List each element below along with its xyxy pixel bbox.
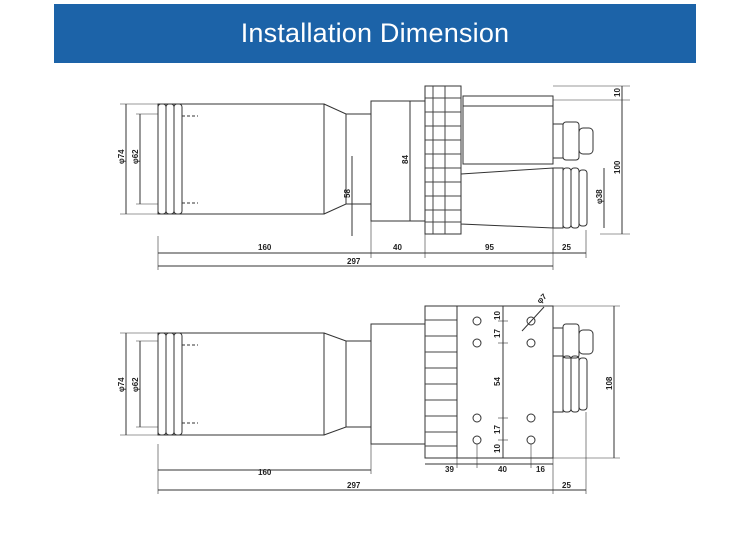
dim-label: 54 <box>493 377 502 386</box>
dim-label: 297 <box>347 481 361 490</box>
dim-label: 160 <box>258 243 272 252</box>
side-flange <box>424 85 462 235</box>
dim-label: 17 <box>493 329 502 338</box>
dim-label: φ38 <box>595 189 604 204</box>
dim-label: 39 <box>445 465 454 474</box>
dim-label: 25 <box>562 481 571 490</box>
page-title: Installation Dimension <box>240 18 510 48</box>
dim-label: 17 <box>493 425 502 434</box>
top-tube <box>157 332 325 436</box>
mount-hole <box>472 316 482 326</box>
side-body-lower <box>460 167 554 229</box>
dim-label: 84 <box>401 155 410 164</box>
top-outlet-pipe <box>578 357 588 411</box>
dim-label: φ7 <box>535 291 549 305</box>
dim-label: 10 <box>493 311 502 320</box>
dim-label: 40 <box>498 465 507 474</box>
side-cable-gland <box>562 121 580 161</box>
top-neck <box>370 323 426 445</box>
dim-label: φ62 <box>131 377 140 392</box>
top-view <box>120 305 620 494</box>
mount-hole <box>472 338 482 348</box>
top-cable-gland <box>562 323 580 359</box>
side-neck <box>370 100 426 222</box>
side-ring-1 <box>157 103 167 215</box>
dim-label: 297 <box>347 257 361 266</box>
side-ring-2 <box>165 103 175 215</box>
side-view-labels: φ74 φ62 58 84 160 40 95 25 297 10 100 φ3… <box>117 88 622 266</box>
top-flange <box>424 305 458 459</box>
dim-label: 58 <box>343 189 352 198</box>
dim-label: 100 <box>613 160 622 174</box>
dim-label: 108 <box>605 376 614 390</box>
top-mounting-plate <box>456 305 554 459</box>
side-tube <box>157 103 325 215</box>
mount-hole <box>526 413 536 423</box>
dim-label: φ62 <box>131 149 140 164</box>
dim-label: 160 <box>258 468 272 477</box>
dim-label: φ74 <box>117 149 126 164</box>
mount-hole <box>472 435 482 445</box>
dim-label: 10 <box>493 444 502 453</box>
mount-hole <box>526 338 536 348</box>
dim-label: 40 <box>393 243 402 252</box>
mount-hole <box>472 413 482 423</box>
title-banner: Installation Dimension <box>54 4 696 63</box>
dim-label: 95 <box>485 243 494 252</box>
side-outlet-pipe <box>578 169 588 227</box>
dim-label: 25 <box>562 243 571 252</box>
top-view-labels: φ74 φ62 160 297 25 39 40 16 10 17 54 17 … <box>117 291 614 490</box>
mount-hole <box>526 316 536 326</box>
dim-label: 16 <box>536 465 545 474</box>
dim-label: φ74 <box>117 377 126 392</box>
side-ring-3 <box>173 103 183 215</box>
dim-label: 10 <box>613 88 622 97</box>
side-view <box>120 85 630 270</box>
mount-hole <box>526 435 536 445</box>
